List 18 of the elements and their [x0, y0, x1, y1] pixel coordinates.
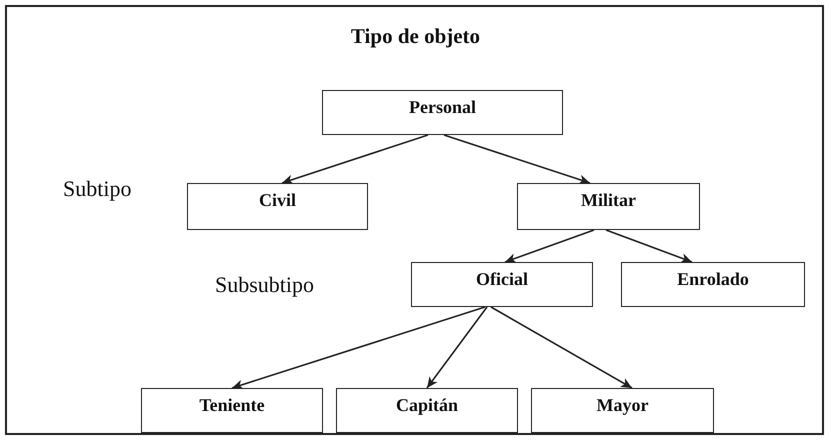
arrow	[426, 306, 488, 388]
arrow	[444, 134, 590, 184]
arrow	[282, 134, 428, 184]
category-box: Oficial	[411, 262, 593, 307]
diagram-title: Tipo de objeto	[350, 24, 482, 49]
category-box: Mayor	[531, 388, 714, 433]
arrow	[504, 229, 594, 263]
arrow	[232, 306, 486, 390]
arrow	[606, 229, 692, 263]
arrow	[490, 306, 632, 389]
category-box: Civil	[187, 183, 368, 230]
level-label: Subtipo	[63, 176, 132, 202]
category-box: Capitán	[336, 388, 518, 433]
category-box: Militar	[517, 183, 700, 230]
category-box: Personal	[322, 90, 563, 135]
category-box: Enrolado	[621, 262, 805, 307]
level-label: Subsubtipo	[215, 272, 314, 298]
category-box: Teniente	[141, 388, 323, 433]
